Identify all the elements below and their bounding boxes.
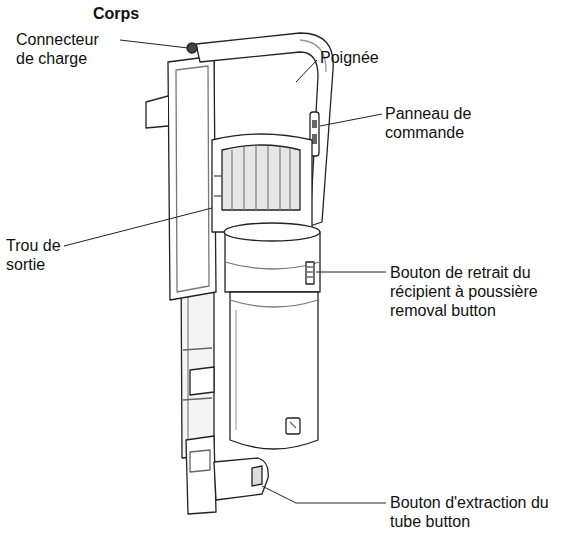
part-label: Bouton d'extraction du tube button bbox=[390, 493, 560, 531]
part-label: Bouton de retrait du récipient à poussiè… bbox=[390, 263, 568, 320]
part-label: Poignée bbox=[320, 48, 440, 67]
figure-title: Corps bbox=[93, 4, 139, 23]
part-label: Trou de sortie bbox=[6, 236, 76, 274]
part-label: Connecteur de charge bbox=[16, 30, 120, 68]
part-label: Panneau de commande bbox=[385, 104, 505, 142]
